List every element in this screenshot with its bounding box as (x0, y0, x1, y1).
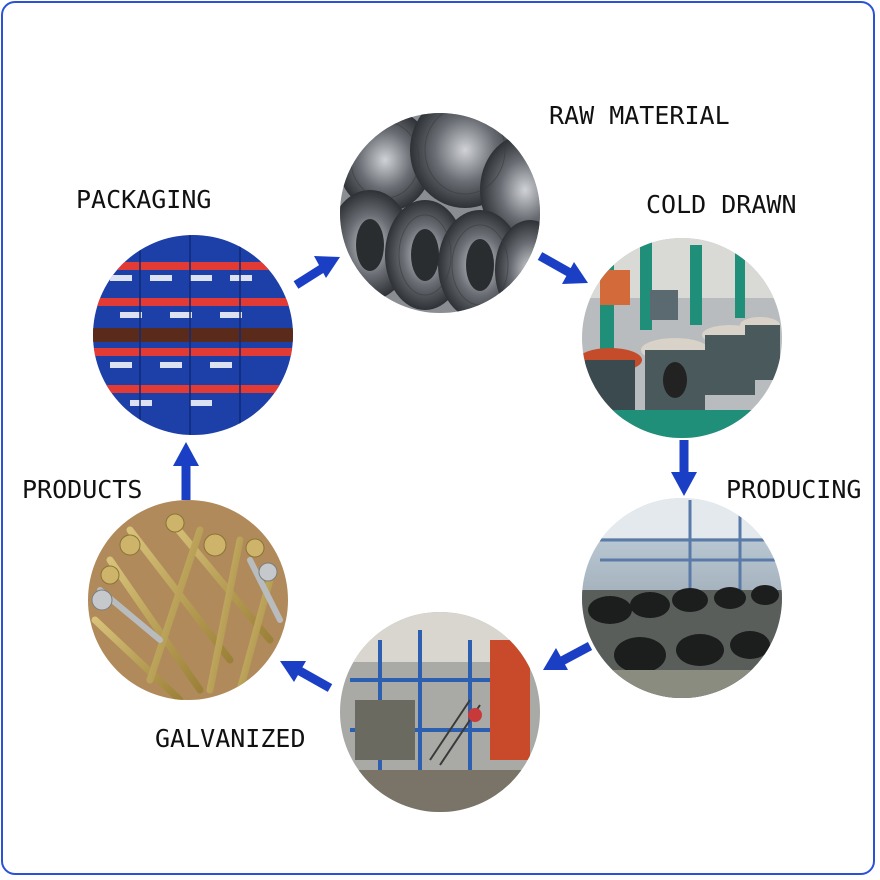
label-cold-drawn: COLD DRAWN (646, 190, 797, 220)
arrow-producing-to-galvanized (543, 642, 593, 670)
drawing-machine-photo (582, 238, 782, 438)
boxed-pallets-photo (93, 235, 293, 435)
label-products: PRODUCTS (22, 475, 143, 505)
label-raw-material: RAW MATERIAL (549, 101, 730, 131)
wire-coil-photo (340, 113, 540, 313)
label-packaging: PACKAGING (76, 185, 212, 215)
label-producing: PRODUCING (726, 475, 862, 505)
flow-arrows (173, 252, 697, 692)
arrow-raw-to-cold (537, 252, 588, 284)
arrow-galvanized-to-products (280, 661, 333, 692)
screws-pile-photo (88, 500, 288, 700)
arrow-products-to-packaging (173, 442, 199, 500)
arrow-packaging-to-raw (293, 256, 340, 289)
galvanizing-line-photo (340, 612, 540, 812)
arrow-cold-to-producing (671, 440, 697, 496)
label-galvanized: GALVANIZED (155, 724, 306, 754)
factory-floor-photo (582, 498, 782, 698)
